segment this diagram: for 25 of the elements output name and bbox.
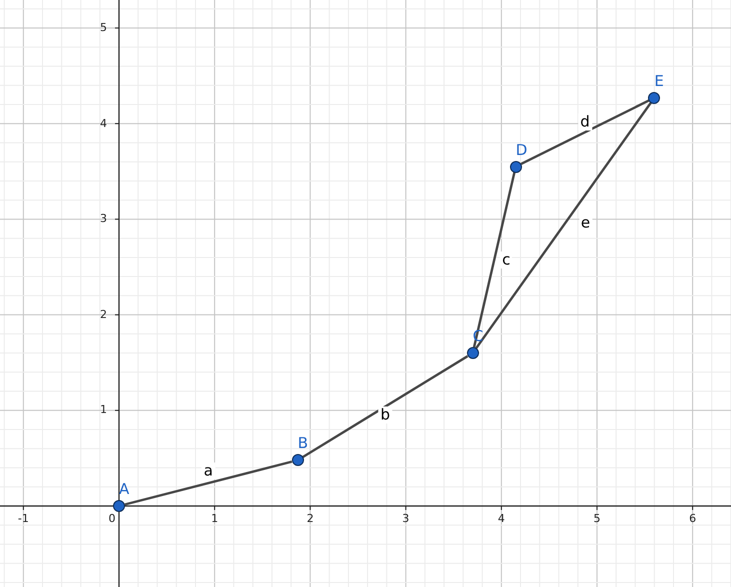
point-label: E [654,74,664,89]
line-segment [520,99,650,166]
segment-label: d [578,114,592,131]
line-segment [472,172,516,348]
tick-label: 1 [211,513,218,524]
line-segment [124,460,292,506]
segment-label: a [202,462,215,480]
tick-label: 3 [402,513,410,524]
tick-label: 5 [100,22,107,33]
line-segment [475,102,652,349]
line-segment [302,355,468,458]
tick-label: 2 [306,513,314,524]
tick-label: 3 [100,213,107,224]
segment-label: b [378,406,392,424]
segment-label: c [500,251,512,268]
tick-label: 1 [100,404,107,416]
tick-label: 4 [498,513,505,524]
tick-label: -1 [18,513,29,524]
tick-label: 6 [689,513,696,524]
tick-label: 4 [100,118,107,129]
tick-label: 0 [108,513,116,524]
tick-label: 5 [594,513,600,524]
point-label: B [298,436,308,452]
tick-label: 2 [100,308,107,320]
point-label: D [516,142,528,158]
